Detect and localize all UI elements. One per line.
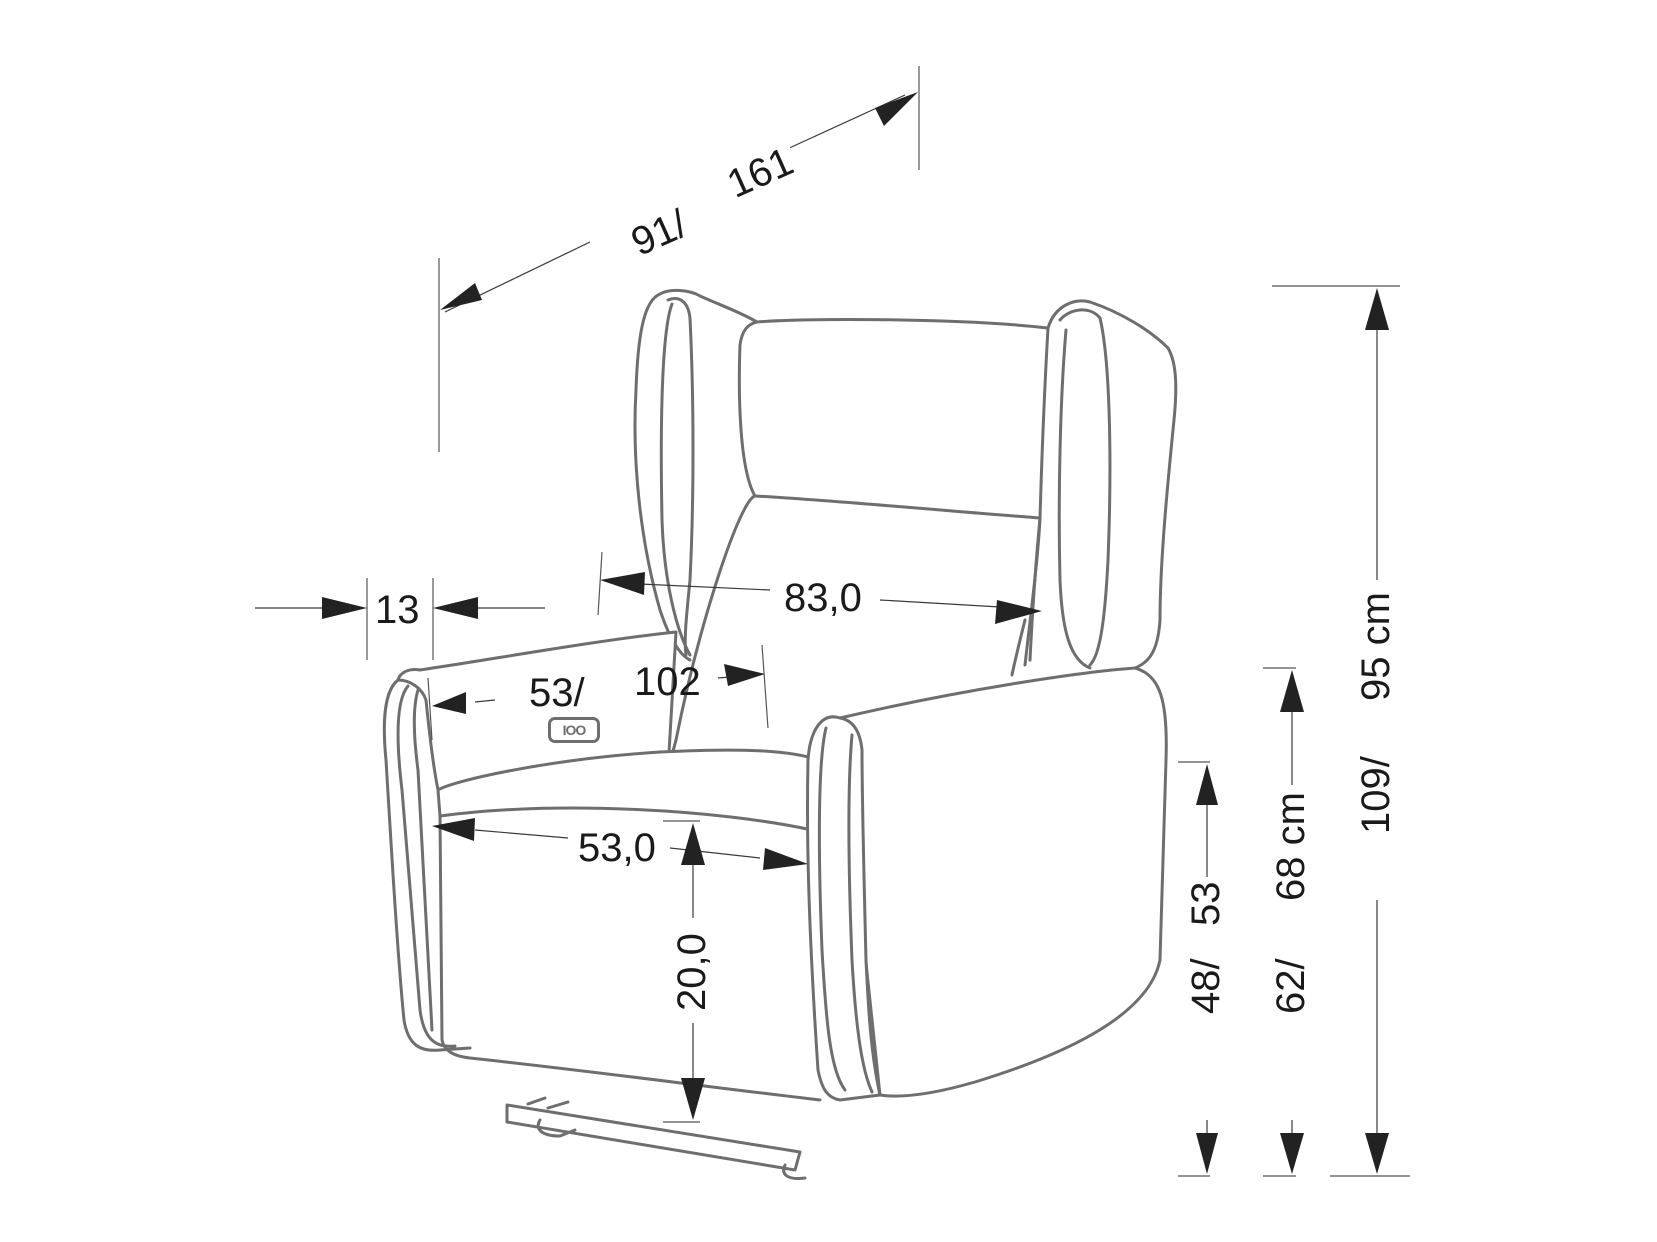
arrowhead-icon: [763, 848, 808, 870]
arrowhead-icon: [1280, 1133, 1304, 1174]
total-height-label-upright: 95 cm: [1354, 588, 1398, 705]
seat-height-label-high: 53: [1184, 877, 1228, 930]
arrowhead-icon: [600, 572, 645, 595]
arm-height-label-low: 62/: [1269, 954, 1313, 1018]
seat-thickness-label: 20,0: [670, 929, 714, 1015]
arrowhead-icon: [1365, 1133, 1389, 1174]
right-wing-outer: [1046, 299, 1178, 670]
arrowhead-icon: [1196, 1133, 1218, 1174]
arrowhead-icon: [1365, 288, 1389, 330]
backrest-line-right: [879, 599, 1001, 608]
total-height-label-reclined: 109/: [1354, 752, 1398, 838]
footrest-base: [505, 1103, 807, 1180]
backrest-line-left: [639, 583, 771, 591]
arrowhead-icon: [432, 692, 466, 714]
arrowhead-icon: [875, 92, 918, 126]
backrest-extension-left: [597, 551, 603, 616]
arrowhead-icon: [322, 597, 367, 619]
right-wing-inner: [1010, 308, 1112, 677]
seat-front-panel: [438, 814, 822, 1102]
seat-width-label: 53,0: [574, 828, 660, 868]
seat-width-line-right: [669, 847, 761, 859]
arrowhead-icon: [995, 600, 1042, 624]
arrowhead-icon: [1280, 670, 1304, 712]
right-arm-body: [838, 666, 1168, 1098]
seat-cushion: [436, 748, 820, 832]
arrowhead-icon: [724, 664, 765, 686]
arrowhead-icon: [440, 283, 482, 310]
armrest-width-label: 13: [371, 590, 424, 630]
seat-height-label-low: 48/: [1184, 954, 1228, 1018]
left-arm-scroll: [382, 678, 472, 1052]
seat-depth-line-left: [474, 699, 496, 703]
footrest-bracket: [526, 1096, 570, 1110]
seat-depth-label-reclined: 102: [634, 660, 701, 704]
arrowhead-icon: [1196, 764, 1218, 805]
arrowhead-icon: [432, 818, 475, 841]
arrowhead-icon: [433, 597, 478, 619]
arrowhead-icon: [681, 823, 705, 865]
left-wing-inner: [659, 297, 695, 657]
seat-depth-label-upright: 53/: [529, 671, 585, 715]
right-arm-piping: [817, 726, 874, 1094]
headrest-cushion: [737, 318, 1050, 520]
seat-depth-extension-right: [761, 644, 769, 729]
arrowhead-icon: [681, 1078, 705, 1120]
arm-height-label-high: 68 cm: [1269, 788, 1313, 905]
control-panel-icon: IOO: [548, 717, 600, 743]
seat-depth-extension-left: [427, 677, 433, 741]
seat-width-line-left: [474, 829, 569, 839]
depth-line-right: [784, 94, 906, 151]
backrest-width-label: 83,0: [780, 578, 866, 618]
